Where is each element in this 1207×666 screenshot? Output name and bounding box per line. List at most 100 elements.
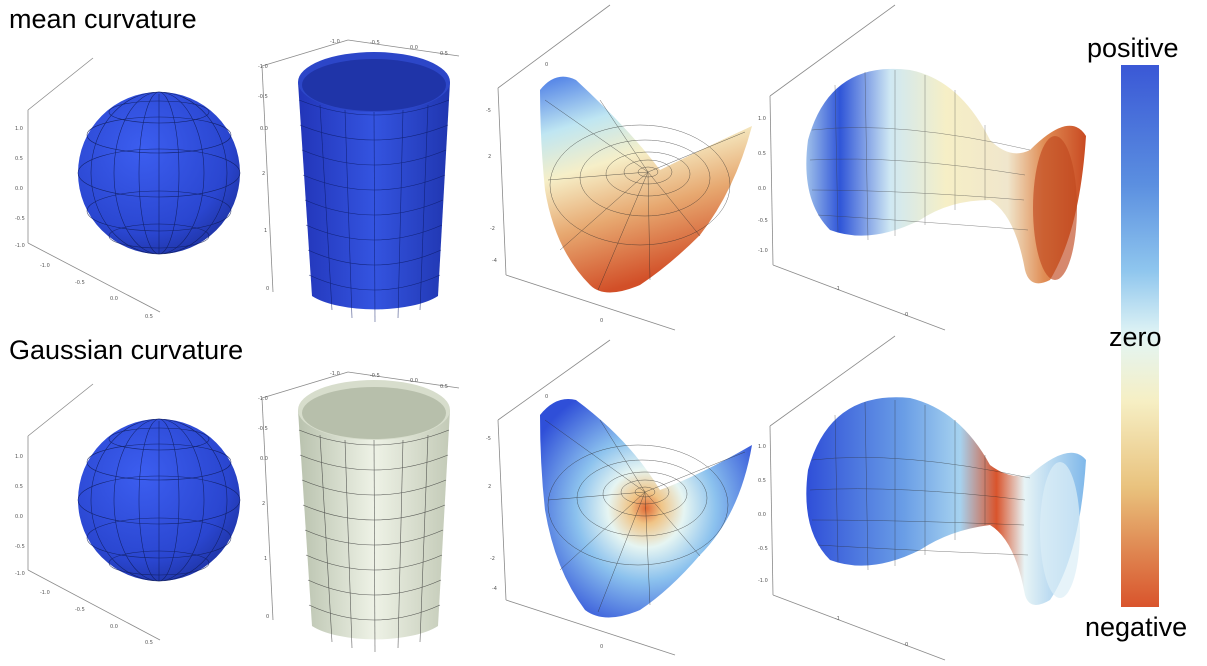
tube-surface	[806, 397, 1086, 605]
svg-text:0.5: 0.5	[440, 51, 448, 57]
svg-text:-1.0: -1.0	[758, 578, 768, 584]
axis-box	[769, 4, 946, 331]
axis-tick-labels: -5 2 -2 -4 0 0	[486, 62, 603, 324]
axis-tick-labels: -5 2 -2 -4 0 0	[486, 394, 603, 650]
svg-text:-1.0: -1.0	[758, 248, 768, 254]
svg-text:0.0: 0.0	[410, 45, 418, 51]
svg-text:0.0: 0.0	[758, 186, 766, 192]
sphere-surface	[77, 418, 241, 582]
scale-label-zero: zero	[1109, 322, 1162, 352]
svg-text:0.0: 0.0	[110, 624, 118, 630]
svg-text:-5: -5	[486, 108, 491, 114]
panel-sphere-gauss: 1.0 0.5 0.0 -0.5 -1.0 -1.0 -0.5 0.0 0.5	[15, 383, 241, 646]
svg-text:0.5: 0.5	[145, 640, 153, 646]
svg-text:0.5: 0.5	[15, 484, 23, 490]
svg-text:0.0: 0.0	[260, 456, 268, 462]
svg-text:0.0: 0.0	[260, 126, 268, 132]
saddle-surface	[540, 399, 752, 618]
svg-text:-1.0: -1.0	[330, 39, 340, 45]
svg-text:-0.5: -0.5	[15, 216, 25, 222]
svg-text:0.5: 0.5	[758, 478, 766, 484]
panel-tube-mean: 1.0 0.5 0.0 -0.5 -1.0 -1 0	[758, 4, 1086, 331]
svg-text:-0.5: -0.5	[75, 607, 85, 613]
panel-saddle-mean: -5 2 -2 -4 0 0	[486, 4, 752, 331]
axis-box	[261, 39, 460, 293]
svg-text:2: 2	[488, 154, 491, 160]
sphere-surface	[77, 91, 241, 255]
cylinder-surface	[298, 52, 450, 323]
svg-text:-1.0: -1.0	[15, 571, 25, 577]
svg-text:0.5: 0.5	[758, 151, 766, 157]
svg-text:1.0: 1.0	[758, 116, 766, 122]
row-label-mean-curvature: mean curvature	[9, 4, 197, 34]
svg-text:2: 2	[488, 484, 491, 490]
axis-tick-labels: 1.00.50.0-0.5-1.0 -1.0-0.50.00.5	[15, 126, 153, 320]
svg-text:0: 0	[266, 286, 269, 292]
svg-text:-0.5: -0.5	[758, 218, 768, 224]
svg-text:0: 0	[905, 312, 908, 318]
axis-box	[261, 371, 460, 621]
svg-text:0.0: 0.0	[15, 514, 23, 520]
svg-text:-1.0: -1.0	[258, 64, 268, 70]
panel-sphere-mean: 1.00.50.0-0.5-1.0 -1.0-0.50.00.5	[15, 57, 241, 320]
tube-surface	[806, 68, 1086, 284]
svg-text:0: 0	[600, 318, 603, 324]
svg-text:-0.5: -0.5	[258, 426, 268, 432]
svg-text:-2: -2	[490, 226, 495, 232]
svg-text:-1: -1	[835, 286, 840, 292]
svg-text:1.0: 1.0	[15, 454, 23, 460]
axis-tick-labels: -1.0 -0.5 0.0 2 1 0 -1.0 -0.5 0.0 0.5	[258, 39, 448, 292]
svg-text:-1.0: -1.0	[40, 590, 50, 596]
svg-text:2: 2	[262, 501, 265, 507]
panel-saddle-gauss: -5 2 -2 -4 0 0	[486, 339, 752, 656]
axis-box	[27, 383, 161, 641]
svg-text:0.5: 0.5	[440, 384, 448, 390]
svg-text:-4: -4	[492, 258, 497, 264]
svg-text:1.0: 1.0	[15, 126, 23, 132]
svg-text:0: 0	[266, 614, 269, 620]
svg-text:-1.0: -1.0	[15, 243, 25, 249]
panel-tube-gauss: 1.0 0.5 0.0 -0.5 -1.0 -1 0	[758, 335, 1086, 661]
svg-text:0: 0	[600, 644, 603, 650]
svg-text:0.0: 0.0	[110, 296, 118, 302]
cylinder-surface	[298, 380, 450, 653]
svg-text:2: 2	[262, 171, 265, 177]
axis-tick-labels: 1.0 0.5 0.0 -0.5 -1.0 -1.0 -0.5 0.0 0.5	[15, 454, 153, 646]
svg-text:-2: -2	[490, 556, 495, 562]
svg-text:0: 0	[905, 642, 908, 648]
svg-text:-0.5: -0.5	[370, 373, 380, 379]
svg-text:-0.5: -0.5	[758, 546, 768, 552]
axis-tick-labels: 1.0 0.5 0.0 -0.5 -1.0 -1 0	[758, 116, 908, 318]
svg-text:-1.0: -1.0	[330, 371, 340, 377]
svg-text:1: 1	[264, 228, 267, 234]
svg-text:-1.0: -1.0	[40, 263, 50, 269]
svg-text:0: 0	[545, 394, 548, 400]
svg-text:-0.5: -0.5	[75, 280, 85, 286]
axis-box	[497, 339, 676, 656]
svg-text:0: 0	[545, 62, 548, 68]
svg-text:-1.0: -1.0	[258, 396, 268, 402]
svg-text:1.0: 1.0	[758, 444, 766, 450]
row-label-gaussian-curvature: Gaussian curvature	[9, 335, 244, 365]
svg-text:-1: -1	[835, 616, 840, 622]
svg-text:1: 1	[264, 556, 267, 562]
scale-label-negative: negative	[1085, 612, 1188, 642]
svg-text:-4: -4	[492, 586, 497, 592]
axis-tick-labels: 1.0 0.5 0.0 -0.5 -1.0 -1 0	[758, 444, 908, 648]
svg-text:0.5: 0.5	[15, 156, 23, 162]
axis-box	[27, 57, 161, 313]
svg-text:0.0: 0.0	[410, 378, 418, 384]
svg-text:0.5: 0.5	[145, 314, 153, 320]
svg-text:-0.5: -0.5	[258, 94, 268, 100]
axis-box	[769, 335, 946, 661]
color-scale-bar	[1121, 65, 1159, 607]
axis-tick-labels: -1.0 -0.5 0.0 2 1 0 -1.0 -0.5 0.0 0.5	[258, 371, 448, 620]
svg-text:-0.5: -0.5	[15, 544, 25, 550]
svg-text:0.0: 0.0	[758, 512, 766, 518]
panel-cylinder-mean: -1.0 -0.5 0.0 2 1 0 -1.0 -0.5 0.0 0.5	[258, 39, 460, 323]
saddle-surface	[540, 76, 752, 293]
svg-text:-5: -5	[486, 436, 491, 442]
svg-text:-0.5: -0.5	[370, 40, 380, 46]
scale-label-positive: positive	[1087, 33, 1179, 63]
